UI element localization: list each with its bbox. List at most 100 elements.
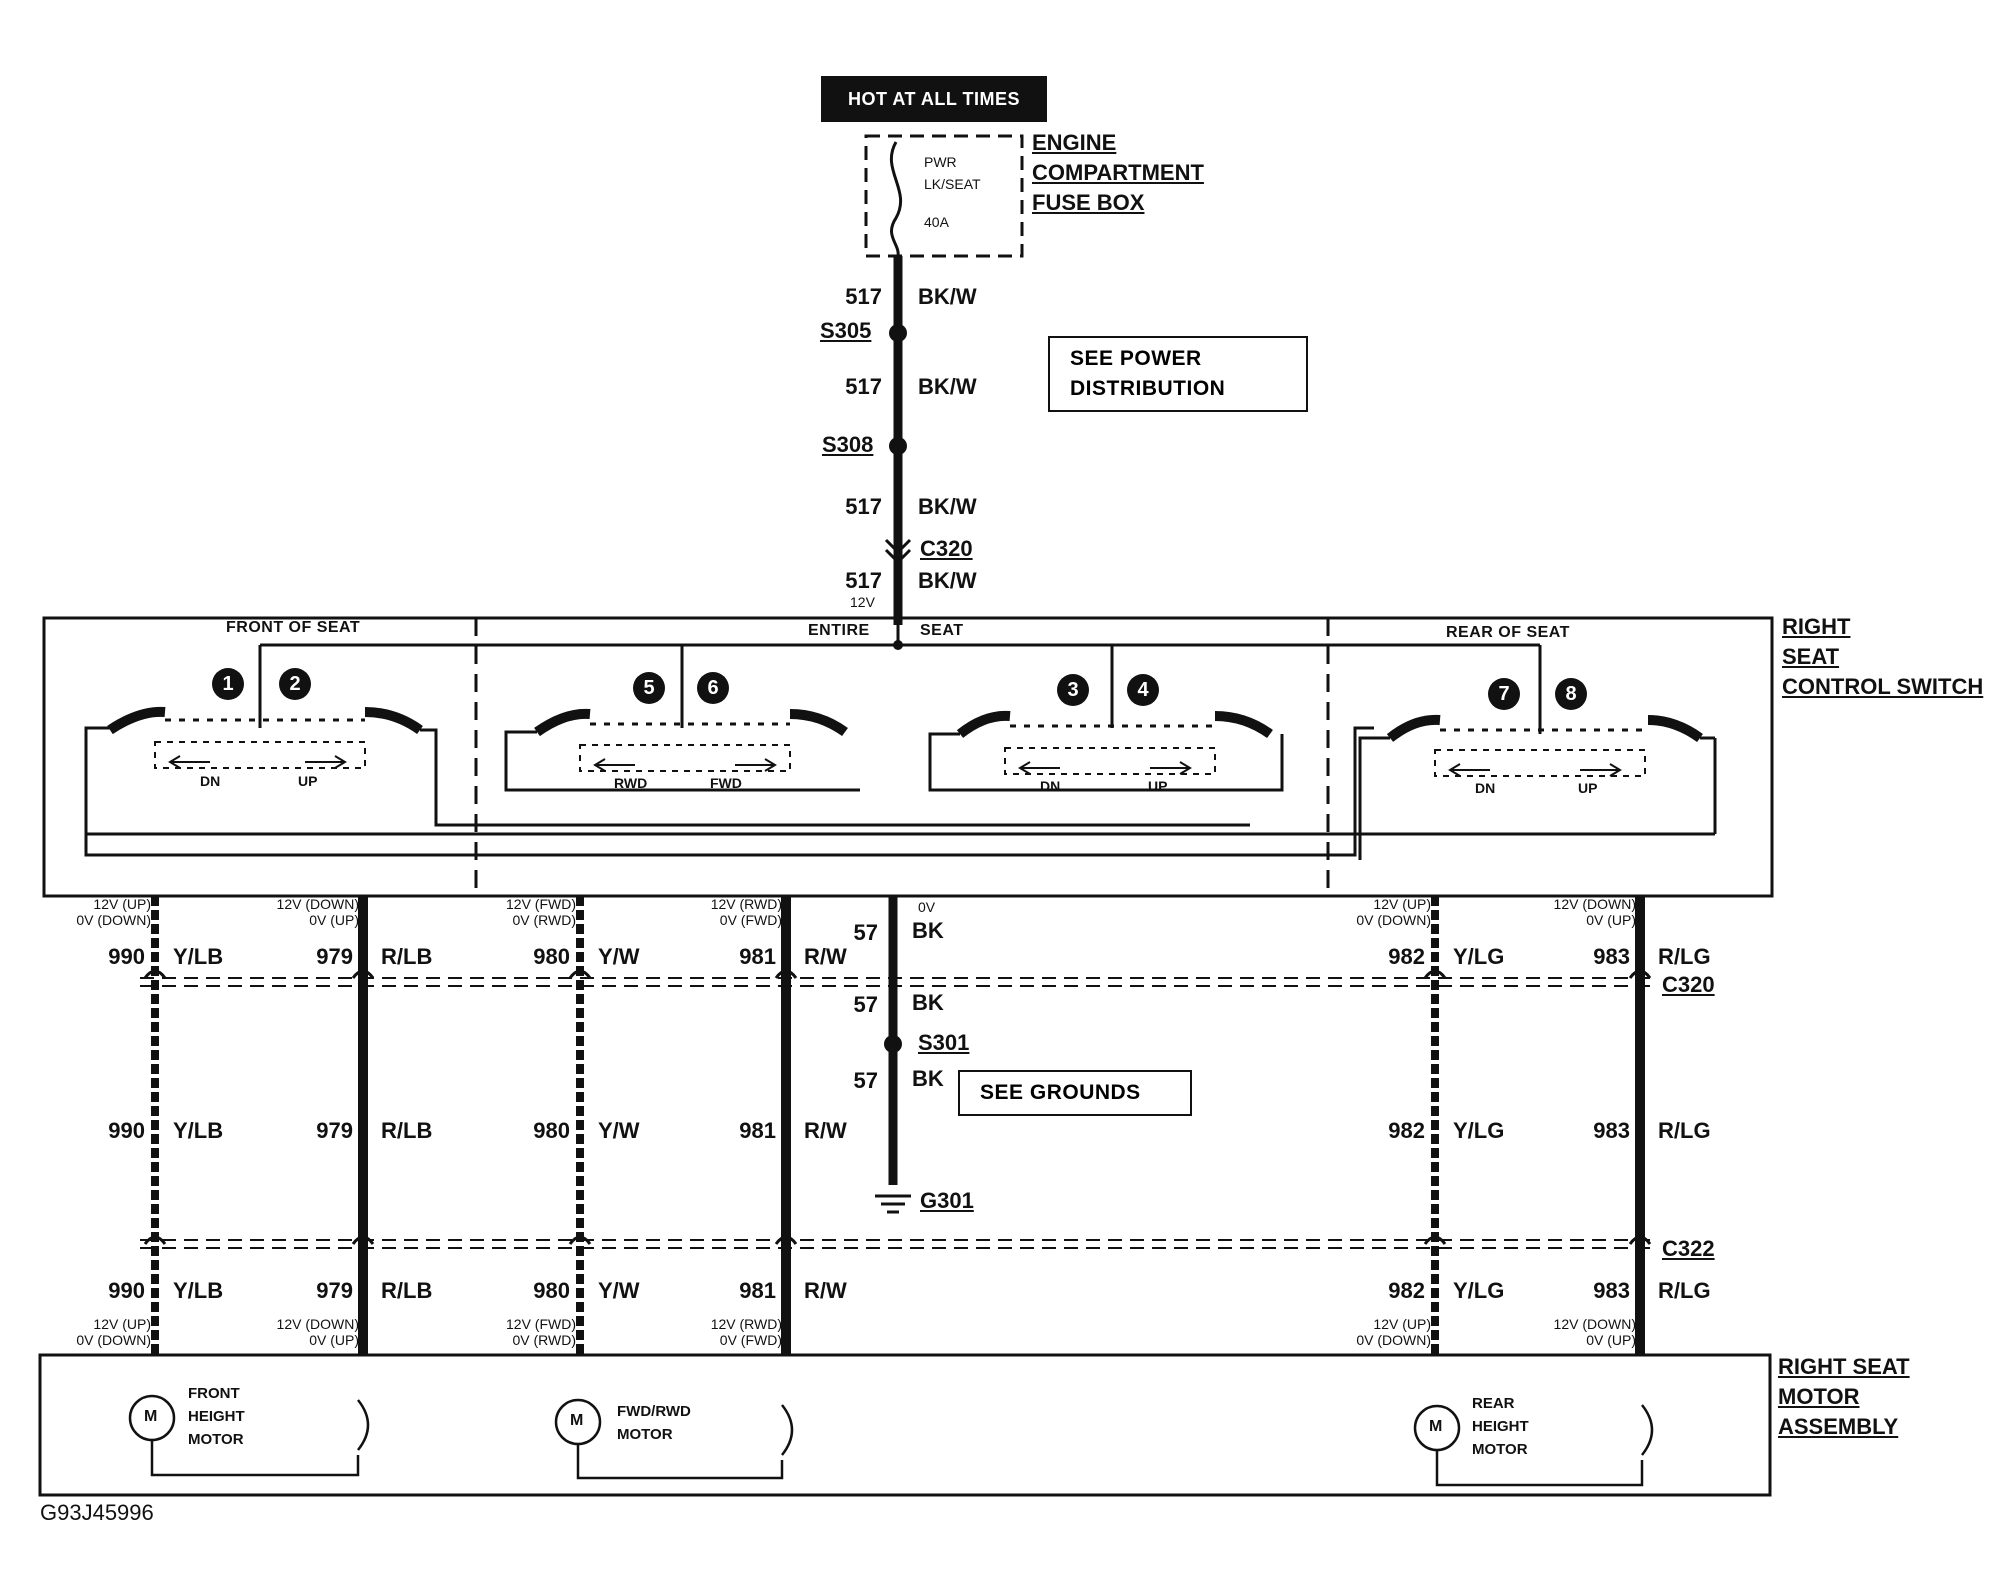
wire-981-number-3: 981 <box>739 1278 776 1303</box>
wire-982-bot_v-1: 12V (UP) <box>1373 1316 1431 1332</box>
fuse-box-outline <box>864 134 1024 258</box>
node-center <box>893 640 903 650</box>
wire-982-top_v-1: 12V (UP) <box>1373 896 1431 912</box>
lever-rear-left <box>1386 714 1441 742</box>
dir-mid-dn: DN <box>1040 778 1061 794</box>
mid-loop <box>928 732 1284 792</box>
section-seat: SEAT <box>920 622 964 639</box>
motor-assembly-housing <box>38 1353 1772 1497</box>
motor-rear-return <box>1435 1450 1644 1487</box>
motor-fwd-symbol: M <box>570 1412 584 1429</box>
wire-990-switch-voltage: 12V (UP)0V (DOWN) <box>47 896 151 928</box>
switch-housing <box>42 616 1774 898</box>
dir-fwd-fwd: FWD <box>710 775 742 791</box>
motor-rear-brush <box>1641 1404 1654 1456</box>
feed-circuit-num-4: 517 <box>845 568 882 593</box>
wire-982-color-2: Y/LG <box>1453 1118 1505 1143</box>
lever-mid-right <box>1214 711 1273 739</box>
wire-983-number-2: 983 <box>1593 1118 1630 1143</box>
wire-981-color-2: R/W <box>804 1118 847 1143</box>
wire-983-number-3: 983 <box>1593 1278 1630 1303</box>
connector-c320-feed-label: C320 <box>920 536 973 561</box>
wire-979-bot_v-1: 12V (DOWN) <box>276 1316 359 1332</box>
see-grounds-note: SEE GROUNDS <box>958 1070 1192 1116</box>
motor-fwd-label-1: FWD/RWD <box>617 1403 691 1420</box>
lever-front-right <box>364 707 423 735</box>
feed-circuit-color-2: BK/W <box>918 374 977 399</box>
dir-rear-dn: DN <box>1475 780 1496 796</box>
ground-num-3: 57 <box>853 1068 878 1093</box>
wire-980-color-1: Y/W <box>598 944 640 969</box>
wire-981-connector-pin-2 <box>774 1235 798 1245</box>
wire-990-bot_v-2: 0V (DOWN) <box>76 1332 151 1348</box>
ground-voltage: 0V <box>918 899 936 915</box>
wire-979-switch-voltage: 12V (DOWN)0V (UP) <box>255 896 359 928</box>
wire-982-connector-pin-2 <box>1423 1235 1447 1245</box>
see-power-distribution-note: SEE POWER DISTRIBUTION <box>1048 336 1308 412</box>
dir-fwd-rwd: RWD <box>614 775 648 791</box>
wire-983-top_v-2: 0V (UP) <box>1586 912 1636 928</box>
section-entire: ENTIRE <box>808 622 870 639</box>
motor-front-label-3: MOTOR <box>188 1431 244 1448</box>
splice-s308-label: S308 <box>822 432 874 457</box>
wire-979-connector-pin-2 <box>351 1235 375 1245</box>
wire-979-color-1: R/LB <box>381 944 433 969</box>
connector-c320-label: C320 <box>1662 972 1715 997</box>
lever-fwd-right <box>789 709 848 737</box>
rear-loop <box>1358 736 1390 860</box>
wire-990-top_v-1: 12V (UP) <box>93 896 151 912</box>
wire-979-motor-voltage: 12V (DOWN)0V (UP) <box>255 1316 359 1348</box>
feed-circuit-color-3: BK/W <box>918 494 977 519</box>
motor-rear-label-3: MOTOR <box>1472 1441 1528 1458</box>
front-loop <box>84 726 1374 857</box>
section-rear-of-seat: REAR OF SEAT <box>1446 624 1570 641</box>
wire-980-color-2: Y/W <box>598 1118 640 1143</box>
wire-983-connector-pin-1 <box>1628 969 1652 979</box>
motor-front-label-1: FRONT <box>188 1385 240 1402</box>
wire-990-top_v-2: 0V (DOWN) <box>76 912 151 928</box>
motor-fwd-label-2: MOTOR <box>617 1426 673 1443</box>
fuse-box-title-3: FUSE BOX <box>1032 190 1145 215</box>
wire-981-number-1: 981 <box>739 944 776 969</box>
wire-983-top_v-1: 12V (DOWN) <box>1553 896 1636 912</box>
fuse-label-lkseat: LK/SEAT <box>924 176 981 192</box>
selector-front <box>154 741 366 769</box>
wire-982-number-3: 982 <box>1388 1278 1425 1303</box>
wire-980-number-3: 980 <box>533 1278 570 1303</box>
wire-990-bot_v-1: 12V (UP) <box>93 1316 151 1332</box>
assembly-title-1: RIGHT SEAT <box>1778 1354 1910 1379</box>
dir-mid-up: UP <box>1148 778 1168 794</box>
wire-980-switch-voltage: 12V (FWD)0V (RWD) <box>472 896 576 928</box>
wire-983-bot_v-1: 12V (DOWN) <box>1553 1316 1636 1332</box>
motor-fwd-brush <box>781 1404 794 1456</box>
fwd-loop <box>504 730 860 792</box>
wire-983-color-3: R/LG <box>1658 1278 1711 1303</box>
wire-980-number-1: 980 <box>533 944 570 969</box>
contact-2-badge: 2 <box>279 668 311 700</box>
wire-979-top_v-1: 12V (DOWN) <box>276 896 359 912</box>
fuse-symbol <box>889 141 903 257</box>
splice-s308 <box>889 437 907 455</box>
wire-990-connector-pin-2 <box>143 1235 167 1245</box>
wire-990-number-2: 990 <box>108 1118 145 1143</box>
assembly-title-3: ASSEMBLY <box>1778 1414 1899 1439</box>
wire-982-color-1: Y/LG <box>1453 944 1505 969</box>
wire-981-number-2: 981 <box>739 1118 776 1143</box>
wire-990-color-3: Y/LB <box>173 1278 224 1303</box>
contact-1-badge: 1 <box>212 668 244 700</box>
wire-981-switch-voltage: 12V (RWD)0V (FWD) <box>678 896 782 928</box>
wire-979-color-2: R/LB <box>381 1118 433 1143</box>
arrow-group <box>168 755 1622 777</box>
wire-980-connector-pin-1 <box>568 969 592 979</box>
splice-s301-label: S301 <box>918 1030 970 1055</box>
contact-7-badge: 7 <box>1488 678 1520 710</box>
lever-rear-right <box>1647 715 1703 743</box>
wire-982-number-1: 982 <box>1388 944 1425 969</box>
selector-fwd <box>579 744 791 772</box>
wire-983-switch-voltage: 12V (DOWN)0V (UP) <box>1532 896 1636 928</box>
wire-980-number-2: 980 <box>533 1118 570 1143</box>
motor-rear-symbol: M <box>1429 1418 1443 1435</box>
lever-mid-left <box>956 710 1011 738</box>
connector-c322-label: C322 <box>1662 1236 1715 1261</box>
wire-981-motor-voltage: 12V (RWD)0V (FWD) <box>678 1316 782 1348</box>
